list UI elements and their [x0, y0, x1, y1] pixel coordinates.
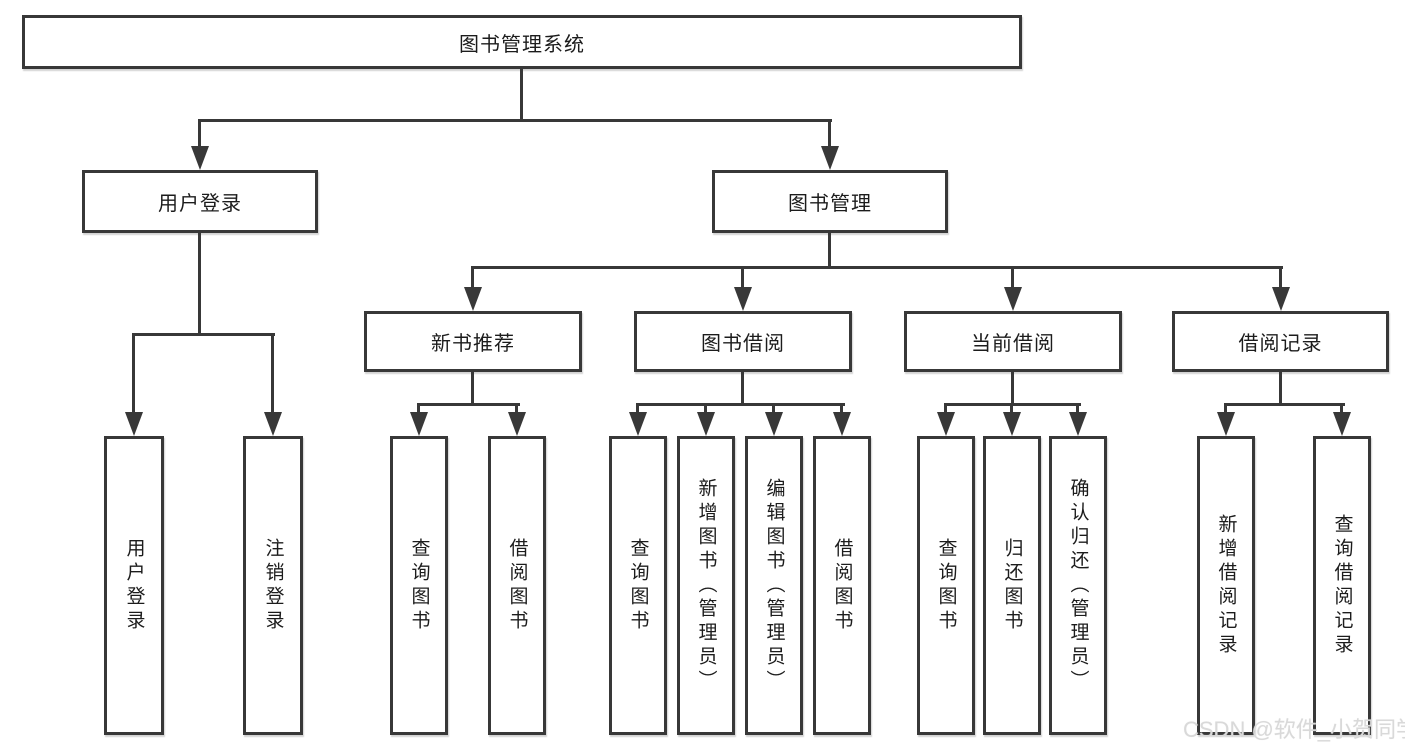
connector-line — [1224, 403, 1227, 414]
leaf-query-books-1: 查询图书 — [390, 436, 448, 735]
arrow-down-icon — [833, 412, 851, 436]
connector-line — [741, 372, 744, 406]
connector-line — [132, 333, 275, 336]
connector-line — [198, 119, 201, 149]
leaf-label: 借阅图书 — [831, 537, 853, 634]
arrow-down-icon — [629, 412, 647, 436]
csdn-watermark: CSDN @软件_小贺同学 — [1183, 717, 1405, 742]
connector-line — [840, 403, 843, 414]
node-new-book-recommend: 新书推荐 — [364, 311, 582, 372]
arrow-down-icon — [697, 412, 715, 436]
arrow-down-icon — [1217, 412, 1235, 436]
connector-line — [520, 68, 523, 121]
arrow-down-icon — [1003, 412, 1021, 436]
leaf-confirm-return-admin: 确认归还（管理员） — [1049, 436, 1107, 735]
connector-line — [636, 403, 845, 406]
connector-line — [515, 403, 518, 414]
connector-line — [1340, 403, 1343, 414]
leaf-label: 用户登录 — [123, 537, 145, 634]
arrow-down-icon — [264, 412, 282, 436]
connector-line — [1279, 372, 1282, 406]
node-current-borrow: 当前借阅 — [904, 311, 1122, 372]
connector-line — [1076, 403, 1079, 414]
leaf-label: 确认归还（管理员） — [1067, 477, 1089, 694]
arrow-down-icon — [1272, 287, 1290, 311]
connector-line — [944, 403, 947, 414]
connector-line — [417, 403, 520, 406]
connector-line — [1279, 266, 1282, 289]
node-borrow-records: 借阅记录 — [1172, 311, 1389, 372]
connector-line — [132, 333, 135, 413]
connector-line — [1224, 403, 1345, 406]
leaf-label: 查询图书 — [408, 537, 430, 634]
node-book-borrow: 图书借阅 — [634, 311, 852, 372]
leaf-label: 查询图书 — [935, 537, 957, 634]
arrow-down-icon — [464, 287, 482, 311]
arrow-down-icon — [410, 412, 428, 436]
arrow-down-icon — [1004, 287, 1022, 311]
connector-line — [198, 232, 201, 336]
leaf-label: 新增图书（管理员） — [695, 477, 717, 694]
leaf-query-books-3: 查询图书 — [917, 436, 975, 735]
arrow-down-icon — [125, 412, 143, 436]
connector-line — [636, 403, 639, 414]
leaf-user-login: 用户登录 — [104, 436, 164, 735]
connector-line — [471, 372, 474, 406]
connector-line — [741, 266, 744, 289]
node-root: 图书管理系统 — [22, 15, 1022, 69]
connector-line — [828, 232, 831, 269]
connector-line — [772, 403, 775, 414]
connector-line — [828, 119, 831, 149]
connector-line — [471, 266, 1283, 269]
leaf-add-borrow-record: 新增借阅记录 — [1197, 436, 1255, 735]
connector-line — [198, 119, 832, 122]
connector-line — [1011, 266, 1014, 289]
leaf-label: 注销登录 — [262, 537, 284, 634]
leaf-label: 新增借阅记录 — [1215, 513, 1237, 658]
leaf-return-books: 归还图书 — [983, 436, 1041, 735]
arrow-down-icon — [1069, 412, 1087, 436]
arrow-down-icon — [765, 412, 783, 436]
connector-line — [1011, 372, 1014, 406]
connector-line — [471, 266, 474, 289]
arrow-down-icon — [937, 412, 955, 436]
leaf-label: 编辑图书（管理员） — [763, 477, 785, 694]
arrow-down-icon — [734, 287, 752, 311]
connector-line — [417, 403, 420, 414]
connector-line — [1010, 403, 1013, 414]
leaf-query-books-2: 查询图书 — [609, 436, 667, 735]
leaf-edit-books-admin: 编辑图书（管理员） — [745, 436, 803, 735]
leaf-borrow-books-1: 借阅图书 — [488, 436, 546, 735]
arrow-down-icon — [1333, 412, 1351, 436]
node-book-management: 图书管理 — [712, 170, 948, 233]
leaf-query-borrow-record: 查询借阅记录 — [1313, 436, 1371, 735]
leaf-logout: 注销登录 — [243, 436, 303, 735]
leaf-add-books-admin: 新增图书（管理员） — [677, 436, 735, 735]
leaf-label: 借阅图书 — [506, 537, 528, 634]
arrow-down-icon — [821, 146, 839, 170]
leaf-label: 归还图书 — [1001, 537, 1023, 634]
arrow-down-icon — [191, 146, 209, 170]
connector-line — [271, 333, 274, 413]
connector-line — [704, 403, 707, 414]
leaf-label: 查询图书 — [627, 537, 649, 634]
node-user-login: 用户登录 — [82, 170, 318, 233]
arrow-down-icon — [508, 412, 526, 436]
leaf-borrow-books-2: 借阅图书 — [813, 436, 871, 735]
leaf-label: 查询借阅记录 — [1331, 513, 1353, 658]
